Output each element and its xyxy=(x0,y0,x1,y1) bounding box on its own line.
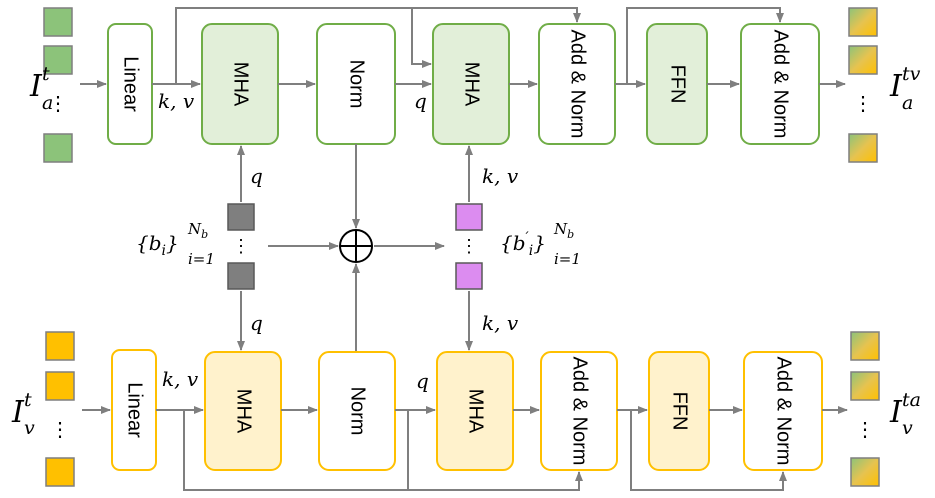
bottleneck-token xyxy=(227,203,255,231)
svg-text:{b′i}: {b′i} xyxy=(500,230,546,259)
visual-q-label: q xyxy=(416,369,429,393)
svg-text:t: t xyxy=(24,389,32,411)
visual-output-label: I v ta xyxy=(889,389,921,439)
audio-output-token xyxy=(848,7,878,37)
svg-text:I: I xyxy=(11,395,25,430)
audio-input-tokens: ⋮ xyxy=(43,7,73,163)
bottleneck-q-label-bottom: q xyxy=(250,311,263,335)
visual-input-token xyxy=(45,371,75,401)
audio-input-token xyxy=(43,7,73,37)
svg-text:I: I xyxy=(29,69,43,104)
audio-arrows xyxy=(80,7,846,88)
bottleneck-updated-token xyxy=(455,262,483,290)
audio-output-label: I a tv xyxy=(889,63,921,114)
audio-q-label: q xyxy=(414,89,427,113)
svg-text:t: t xyxy=(42,63,50,85)
visual-kv-label: k, v xyxy=(162,367,199,391)
svg-text:I: I xyxy=(889,395,903,430)
audio-mha-label-2: MHA xyxy=(461,62,483,107)
visual-output-token xyxy=(850,371,880,401)
bottleneck-updated-label: {b′i} Nb i=1 xyxy=(500,220,581,268)
audio-kv-label: k, v xyxy=(158,89,195,113)
audio-addnorm-label-2: Add & Norm xyxy=(770,30,792,139)
audio-linear-label: Linear xyxy=(120,56,142,112)
bottleneck-arrows xyxy=(237,144,473,352)
svg-text:Nb: Nb xyxy=(553,220,574,241)
visual-input-token xyxy=(45,331,75,361)
svg-text:tv: tv xyxy=(902,63,921,85)
bottleneck-initial-tokens: ⋮ xyxy=(227,203,255,290)
bottleneck-kv-label-bottom: k, v xyxy=(482,311,519,335)
bottleneck-q-label-top: q xyxy=(250,164,263,188)
bottleneck-updated-ellipsis: ⋮ xyxy=(460,236,478,257)
visual-stream: ⋮ I v t Linear MHA Norm MHA Add & Norm F… xyxy=(11,331,921,491)
circled-plus-icon xyxy=(339,229,373,263)
svg-text:i=1: i=1 xyxy=(554,250,581,268)
visual-addnorm-label-1: Add & Norm xyxy=(569,357,591,466)
audio-ffn-label: FFN xyxy=(667,65,689,104)
visual-arrows xyxy=(82,406,848,491)
bottleneck-kv-label-top: k, v xyxy=(482,164,519,188)
svg-text:ta: ta xyxy=(902,389,921,411)
svg-text:Nb: Nb xyxy=(187,220,208,241)
bottleneck-section: ⋮ {bi} Nb i=1 ⋮ {b′i} Nb i=1 xyxy=(136,144,581,352)
bottleneck-updated-tokens: ⋮ xyxy=(455,203,483,290)
svg-text:{bi}: {bi} xyxy=(136,231,179,259)
audio-output-token xyxy=(848,133,878,163)
svg-text:v: v xyxy=(902,417,913,439)
audio-norm-label: Norm xyxy=(346,60,368,109)
audio-input-ellipsis: ⋮ xyxy=(48,91,68,115)
svg-text:a: a xyxy=(902,92,913,114)
visual-mha-label-1: MHA xyxy=(233,389,255,434)
audio-output-token xyxy=(848,45,878,75)
svg-text:a: a xyxy=(42,92,53,114)
audio-input-label: I a t xyxy=(29,63,53,114)
visual-input-tokens: ⋮ xyxy=(45,331,75,487)
visual-output-ellipsis: ⋮ xyxy=(855,417,875,441)
visual-linear-label: Linear xyxy=(124,382,146,438)
visual-input-token xyxy=(45,457,75,487)
visual-output-tokens: ⋮ xyxy=(850,331,880,487)
visual-addnorm-label-2: Add & Norm xyxy=(773,357,795,466)
svg-text:v: v xyxy=(24,417,35,439)
visual-output-token xyxy=(850,457,880,487)
audio-input-token xyxy=(43,45,73,75)
bottleneck-updated-token xyxy=(455,203,483,231)
visual-input-ellipsis: ⋮ xyxy=(50,417,70,441)
bottleneck-ellipsis: ⋮ xyxy=(232,236,250,257)
visual-norm-label: Norm xyxy=(347,387,369,436)
audio-mha-label-1: MHA xyxy=(230,62,252,107)
bottleneck-initial-label: {bi} Nb i=1 xyxy=(136,220,215,268)
audio-addnorm-label-1: Add & Norm xyxy=(567,30,589,139)
audio-input-token xyxy=(43,133,73,163)
svg-text:i=1: i=1 xyxy=(188,250,215,268)
audio-output-tokens: ⋮ xyxy=(848,7,878,163)
visual-output-token xyxy=(850,331,880,361)
bottleneck-token xyxy=(227,262,255,290)
audio-stream: ⋮ I a t Linear MHA Norm MHA Add & Norm F… xyxy=(29,7,921,163)
visual-ffn-label: FFN xyxy=(669,392,691,431)
svg-text:I: I xyxy=(889,69,903,104)
visual-mha-label-2: MHA xyxy=(465,389,487,434)
audio-output-ellipsis: ⋮ xyxy=(853,91,873,115)
visual-input-label: I v t xyxy=(11,389,35,439)
